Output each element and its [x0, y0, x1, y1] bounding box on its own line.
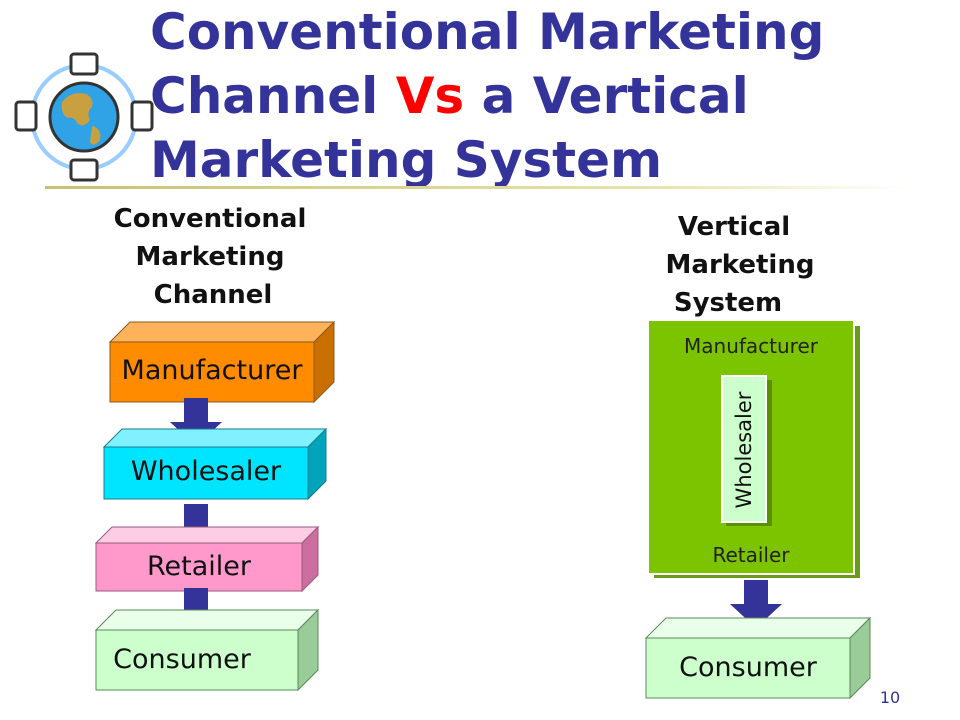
manufacturer-label: Manufacturer: [121, 355, 303, 386]
consumer-box-right: [644, 616, 872, 700]
title-vs: Vs: [395, 67, 465, 125]
page-number: 10: [879, 688, 901, 707]
slide-title: Conventional Marketing Channel Vs a Vert…: [150, 3, 825, 189]
vms-wholesaler-label: Wholesaler: [732, 391, 756, 509]
conventional-heading: Conventional Marketing Channel: [113, 204, 307, 310]
consumer-box-left: [94, 608, 320, 692]
vertical-heading: Vertical Marketing System: [665, 212, 815, 318]
title-divider: [45, 186, 910, 189]
wholesaler-box: [102, 427, 328, 501]
consumer-label-left: Consumer: [113, 644, 251, 675]
wholesaler-label: Wholesaler: [130, 456, 282, 487]
vms-manufacturer-label: Manufacturer: [684, 334, 818, 358]
globe-logo-icon: [14, 52, 154, 182]
vms-flow-arrow: [730, 580, 782, 628]
manufacturer-box: [108, 320, 336, 404]
consumer-label-right: Consumer: [679, 652, 817, 683]
vms-retailer-label: Retailer: [712, 543, 790, 567]
vms-inner-box: [721, 375, 772, 526]
retailer-label: Retailer: [146, 551, 251, 582]
retailer-box: [94, 525, 320, 593]
